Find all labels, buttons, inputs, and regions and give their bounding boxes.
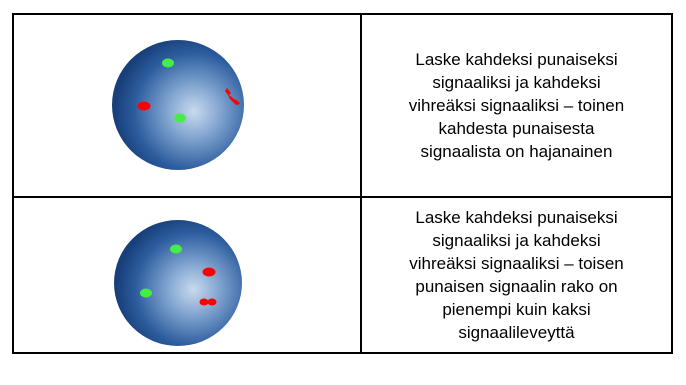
table-row: Laske kahdeksi punaiseksi signaaliksi ja… xyxy=(14,198,671,352)
description-text: Laske kahdeksi punaiseksi signaaliksi ja… xyxy=(409,208,624,342)
scoring-table: Laske kahdeksi punaiseksi signaaliksi ja… xyxy=(12,13,673,354)
nucleus-image-cell xyxy=(14,15,360,196)
red-signal-dispersed xyxy=(225,88,240,105)
green-signal xyxy=(170,244,182,254)
red-signal-split xyxy=(199,298,209,306)
red-signal-split xyxy=(207,298,217,306)
table-row: Laske kahdeksi punaiseksi signaaliksi ja… xyxy=(14,15,671,196)
nucleus-image-cell xyxy=(14,198,360,352)
column-divider xyxy=(360,15,362,352)
red-signal xyxy=(137,101,151,111)
description-cell: Laske kahdeksi punaiseksi signaaliksi ja… xyxy=(362,15,671,196)
description-cell: Laske kahdeksi punaiseksi signaaliksi ja… xyxy=(362,198,671,352)
cell-nucleus xyxy=(112,40,244,170)
red-signal xyxy=(202,267,216,277)
green-signal xyxy=(174,113,186,123)
row-divider xyxy=(14,196,671,198)
nucleus-illustration xyxy=(112,40,244,170)
cell-nucleus xyxy=(114,220,242,346)
description-text: Laske kahdeksi punaiseksi signaaliksi ja… xyxy=(408,50,625,161)
nucleus-illustration xyxy=(114,220,242,346)
green-signal xyxy=(162,58,174,68)
green-signal xyxy=(140,288,152,298)
